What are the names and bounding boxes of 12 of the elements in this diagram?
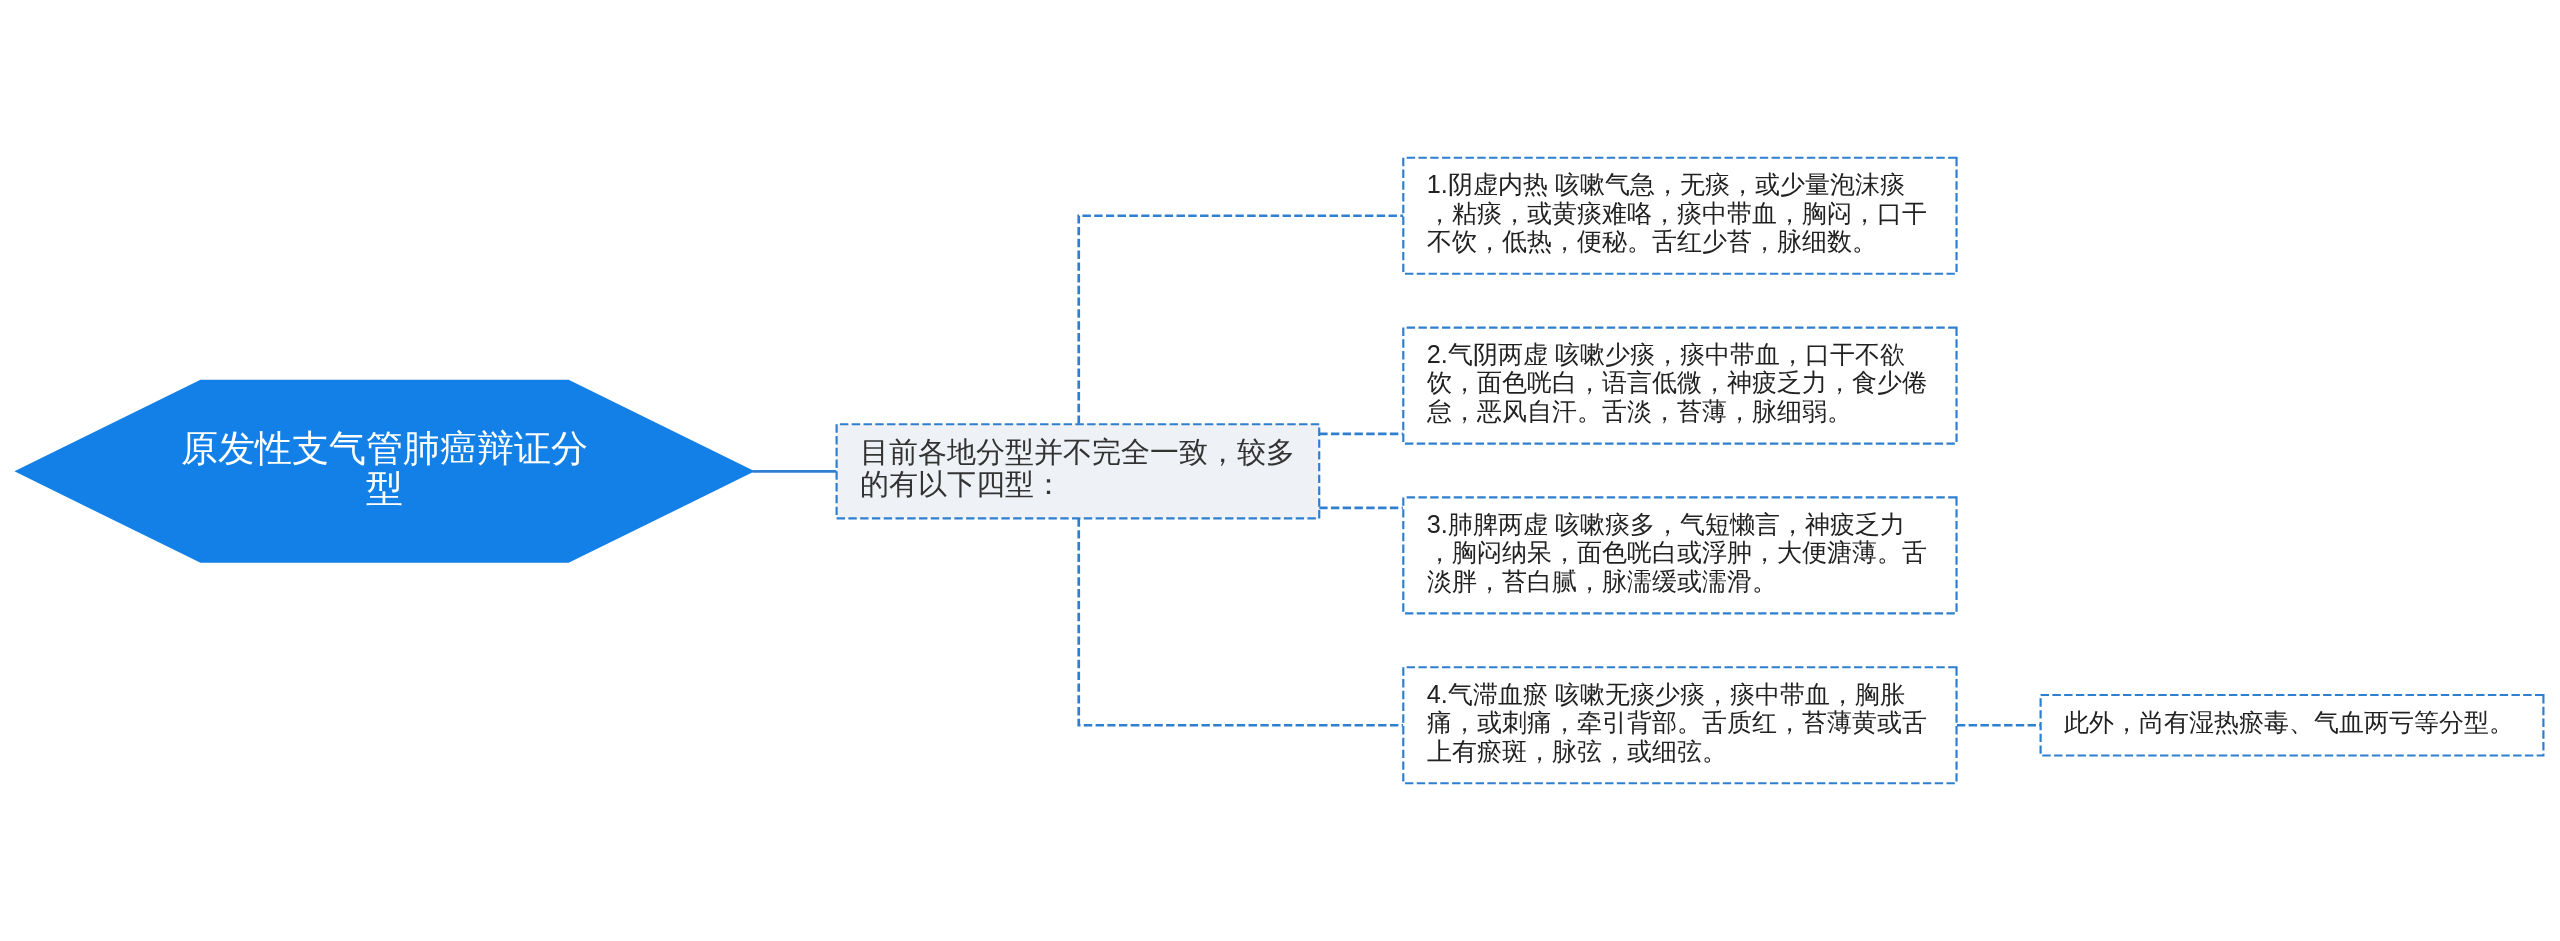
connector [1319, 506, 1403, 510]
connector [1956, 723, 2041, 727]
node-box: 目前各地分型并不完全一致，较多的有以下四型： [835, 423, 1321, 520]
connector [752, 470, 837, 473]
connector [1319, 432, 1403, 436]
connector [1077, 214, 1404, 424]
connector [1077, 518, 1404, 727]
node-box: 3.肺脾两虚 咳嗽痰多，气短懒言，神疲乏力，胸闷纳呆，面色咣白或浮肿，大便溏薄。舌淡胖，苔白腻，脉濡缓或濡滑。 [1402, 496, 1958, 615]
node-box: 4.气滞血瘀 咳嗽无痰少痰，痰中带血，胸胀痛，或刺痛，牵引背部。舌质红，苔薄黄或舌上有瘀斑，脉弦，或细弦。 [1402, 666, 1958, 785]
node-box: 1.阴虚内热 咳嗽气急，无痰，或少量泡沫痰，粘痰，或黄痰难咯，痰中带血，胸闷，口干不饮，低热，便秘。舌红少苔，脉细数。 [1402, 156, 1958, 275]
node-box: 2.气阴两虚 咳嗽少痰，痰中带血，口干不欲饮，面色咣白，语言低微，神疲乏力，食少倦怠，恶风自汗。舌淡，苔薄，脉细弱。 [1402, 326, 1958, 445]
node-box: 此外，尚有湿热瘀毒、气血两亏等分型。 [2039, 693, 2545, 757]
